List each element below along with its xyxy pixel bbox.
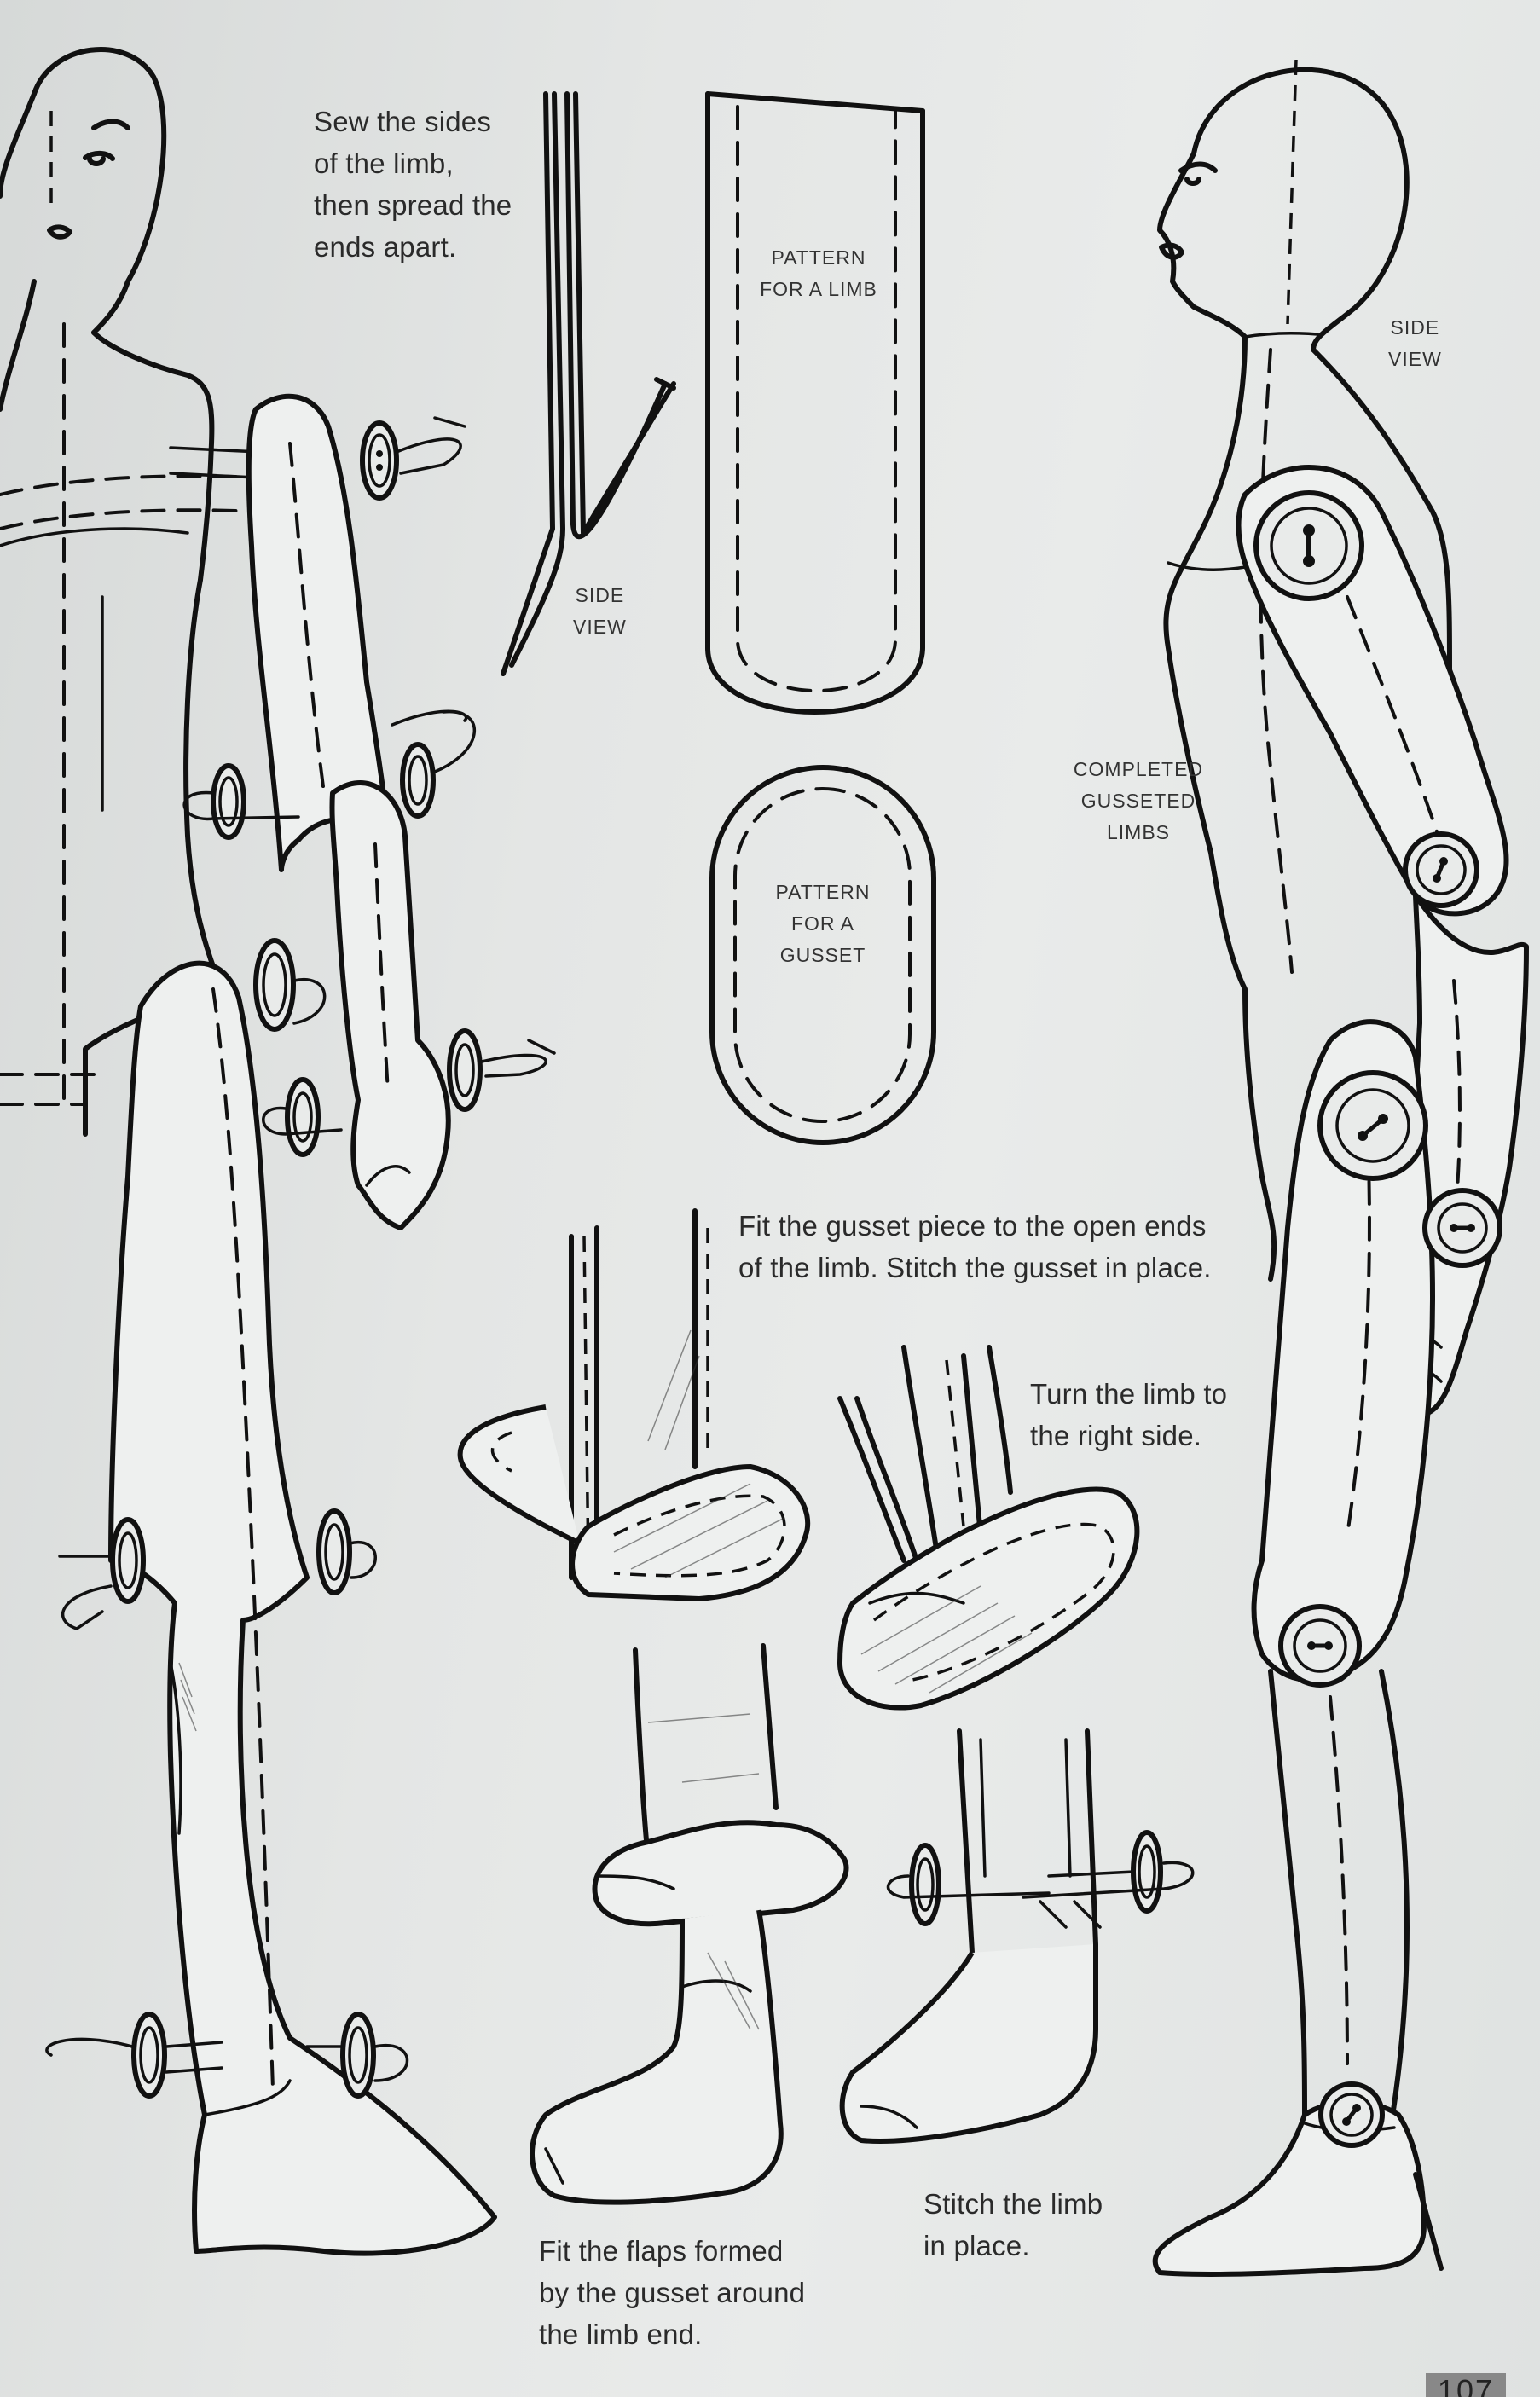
gusset-fitted-illustration [457, 1208, 811, 1601]
page-number: 107 [1425, 2373, 1506, 2397]
flaps-around-limb-illustration [530, 1643, 849, 2205]
label-side-view-right: SIDE VIEW [1388, 316, 1442, 370]
limb-side-view [501, 91, 676, 676]
caption-sew-sides: Sew the sides of the limb, then spread t… [314, 106, 512, 263]
caption-fit-flaps: Fit the flaps formed by the gusset aroun… [539, 2235, 806, 2350]
caption-stitch-limb: Stitch the limb in place. [923, 2188, 1103, 2261]
stitch-limb-illustration [839, 1728, 1195, 2144]
right-doll-figure [1152, 59, 1529, 2278]
limb-turned-illustration [837, 1345, 1140, 1711]
caption-fit-gusset: Fit the gusset piece to the open ends of… [738, 1210, 1212, 1283]
label-side-view-left: SIDE VIEW [573, 584, 627, 638]
gusset-pattern [709, 765, 936, 1145]
label-pattern-gusset: PATTERN FOR A GUSSET [775, 881, 871, 966]
caption-turn-limb: Turn the limb to the right side. [1030, 1378, 1228, 1451]
label-pattern-limb: PATTERN FOR A LIMB [760, 246, 877, 300]
label-completed-gusseted-limbs: COMPLETED GUSSETED LIMBS [1073, 758, 1204, 843]
left-doll-figure [0, 47, 497, 2256]
left-doll-buttons [45, 416, 556, 2099]
limb-pattern [705, 91, 925, 715]
right-doll-buttons [1253, 490, 1502, 2148]
